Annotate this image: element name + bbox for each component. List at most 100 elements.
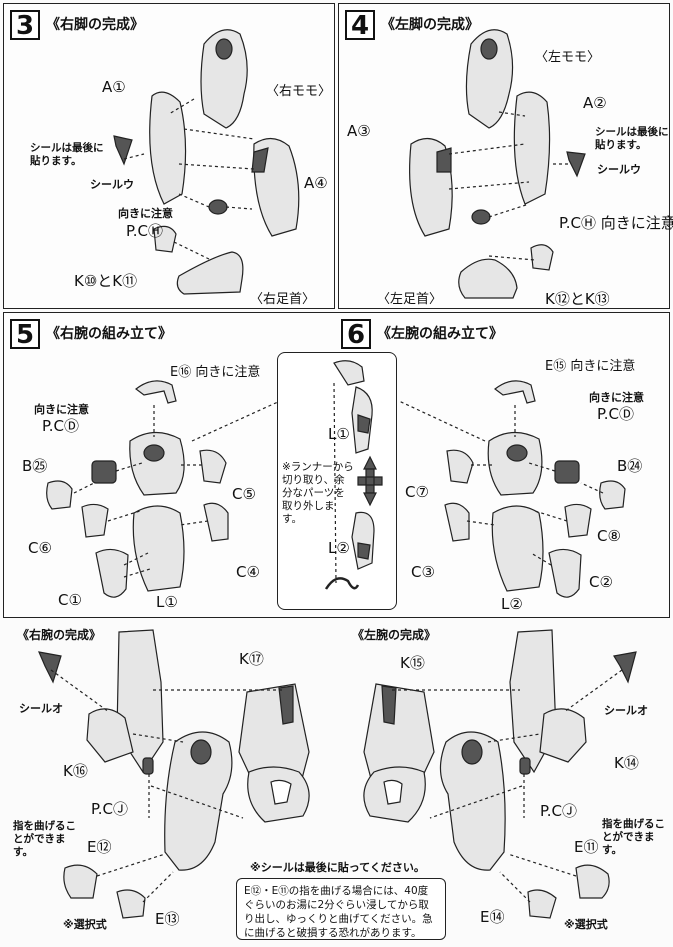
label-k12-k13: K⑫とK⑬ [545, 290, 610, 308]
e15-part [494, 380, 536, 404]
step4-title: 《左脚の完成》 [381, 17, 479, 33]
seal-last-note: シールは最後に貼ります。 [30, 142, 104, 167]
c5-part [199, 449, 227, 484]
lower-arm-l1 [132, 505, 185, 592]
c2-part [548, 548, 582, 598]
label-c5: C⑤ [232, 485, 256, 503]
upper-arm-part [439, 731, 506, 871]
label-left-thigh: 〈左モモ〉 [535, 50, 601, 65]
direction-note: 向きに注意 [118, 207, 173, 220]
direction-note: 向きに注意 [34, 403, 89, 416]
label-left-ankle: 〈左足首〉 [377, 292, 443, 307]
label-pc-d: P.CⒹ [597, 405, 634, 423]
label-seal-o: シールオ [604, 704, 648, 717]
label-c2: C② [589, 573, 613, 591]
label-seal-u: シールウ [597, 163, 641, 176]
label-a4: A④ [304, 174, 328, 192]
seal-last-note: シールは最後に貼ります。 [595, 126, 669, 151]
ankle-k-part [530, 244, 554, 271]
label-k14: K⑭ [614, 754, 639, 772]
runner-note-text: ※ランナーから切り取り、余分なパーツを取り外します。 [282, 461, 354, 525]
label-c7: C⑦ [405, 483, 429, 501]
select-note: ※選択式 [63, 918, 107, 931]
step6-number: 6 [341, 319, 371, 349]
finger-note: 指を曲げることができます。 [13, 820, 76, 858]
label-runner-l1: L① [328, 425, 350, 443]
label-c3: C③ [411, 563, 435, 581]
label-pc-d: P.CⒹ [42, 417, 79, 435]
label-k10-k11: K⑩とK⑪ [74, 272, 138, 290]
runner-hand-icon [333, 360, 365, 386]
runner-gate [357, 468, 383, 494]
label-seal-u: シールウ [90, 178, 134, 191]
seal-arrow [381, 685, 397, 725]
hand-e13 [116, 889, 146, 919]
leg-shell-a1 [149, 91, 187, 205]
polycap-j [142, 757, 154, 775]
label-pc-h: P.CⒽ 向きに注意 [559, 214, 673, 232]
label-pc-j: P.CⒿ [540, 802, 577, 820]
e16-part [135, 380, 177, 404]
left-arm-complete-section: 《左腕の完成》 K⑮ シールオ K⑭ P.CⒿ 指を曲げることができます。 [338, 622, 670, 944]
seal-arrow [566, 151, 586, 178]
c7-part [446, 449, 474, 484]
runner-note-box: L① ※ランナーから切り取り、余分なパーツを取り外します。 L② [277, 352, 397, 610]
label-b25: B㉕ [22, 457, 48, 475]
left-leg-diagram [409, 29, 586, 299]
label-a2: A② [583, 94, 607, 112]
label-runner-l2: L② [328, 539, 350, 557]
seal-arrow-right [613, 651, 637, 684]
b25-part [46, 480, 73, 510]
select-note: ※選択式 [564, 918, 608, 931]
step4-panel: 4 《左脚の完成》 〈左モモ〉 A② A③ シールは最後に貼ります。 シールウ … [338, 3, 673, 309]
shoulder-body [487, 431, 543, 496]
step3-number: 3 [10, 10, 40, 40]
right-arm-complete-section: 《右腕の完成》 K⑰ シールオ K⑯ P.CⒿ 指を曲げることができます。 [3, 622, 333, 944]
c4-part [203, 502, 229, 542]
left-foot-part [458, 258, 518, 299]
finger-note: 指を曲げることができます。 [602, 818, 665, 856]
up-arrow [363, 455, 377, 470]
polycap-d [554, 460, 580, 484]
bend-note-box: E⑫・E⑪の指を曲げる場合には、40度ぐらいのお湯に2分ぐらい浸してから取り出し… [236, 878, 446, 940]
seal-arrow-left [38, 651, 62, 684]
label-e12: E⑫ [87, 838, 112, 856]
c8-part [564, 503, 592, 538]
arm-frame-k14 [539, 708, 587, 763]
c6-part [81, 503, 109, 538]
label-a3: A③ [347, 122, 371, 140]
label-e11: E⑪ [574, 838, 599, 856]
label-right-ankle: 〈右足首〉 [250, 292, 316, 307]
right-thigh-part [200, 29, 248, 129]
label-e15: E⑮ 向きに注意 [545, 359, 636, 374]
runner-wire [324, 577, 360, 590]
step6-title: 《左腕の組み立て》 [377, 326, 503, 342]
polycap-h [208, 199, 228, 215]
step6-panel: 6 《左腕の組み立て》 E⑮ 向きに注意 向きに注意 P.CⒹ B㉔ C⑦ [335, 312, 670, 618]
runner-diagram [324, 360, 383, 590]
leg-shell-a2 [513, 91, 551, 205]
left-arm-complete-diagram [363, 629, 637, 919]
label-c1: C① [58, 591, 82, 609]
label-seal-o: シールオ [19, 702, 63, 715]
c1-part [95, 548, 129, 598]
step3-panel: 3 《右脚の完成》 A① [3, 3, 335, 309]
step5-number: 5 [10, 319, 40, 349]
direction-note: 向きに注意 [589, 391, 644, 404]
label-a1: A① [102, 78, 126, 96]
seal-arrow [278, 685, 294, 725]
label-e16: E⑯ 向きに注意 [170, 365, 261, 380]
label-e14: E⑭ [480, 908, 505, 926]
c3-part [444, 502, 470, 542]
label-l1: L① [156, 593, 178, 611]
shoulder-body [129, 431, 185, 496]
label-k17: K⑰ [239, 650, 264, 668]
hand-e12 [63, 864, 98, 899]
hand-e14 [527, 889, 557, 919]
shell-detail [251, 147, 269, 173]
ankle-k-part [153, 225, 177, 253]
label-c6: C⑥ [28, 539, 52, 557]
polycap-d [91, 460, 117, 484]
b24-part [599, 480, 626, 510]
